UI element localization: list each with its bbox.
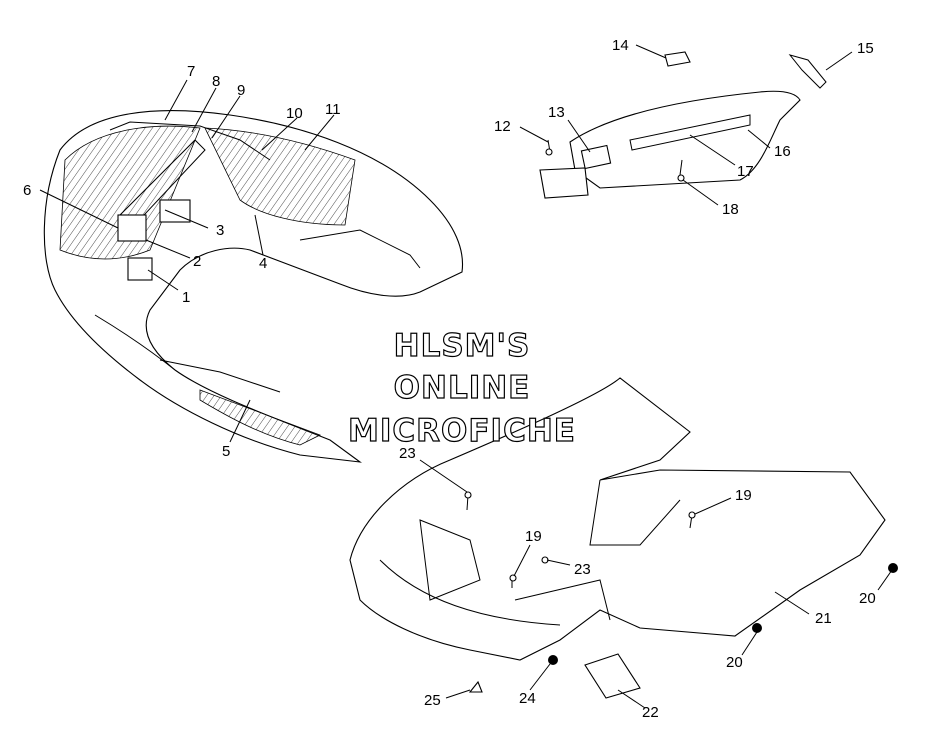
callout-15: 15 (857, 40, 874, 57)
callout-19b: 19 (525, 528, 542, 545)
callout-13: 13 (548, 104, 565, 121)
belly-pan-assembly (349, 377, 898, 699)
watermark: HLSM'S ONLINE MICROFICHE (347, 327, 576, 449)
callout-22: 22 (642, 704, 659, 721)
callout-20b: 20 (726, 654, 743, 671)
leader-lines (39, 44, 893, 709)
callout-20a: 20 (859, 590, 876, 607)
callout-6: 6 (23, 182, 31, 199)
watermark-line-3: MICROFICHE (348, 413, 576, 449)
callout-12: 12 (494, 118, 511, 135)
callout-24: 24 (519, 690, 536, 707)
callout-4: 4 (259, 255, 267, 272)
callout-25: 25 (424, 692, 441, 709)
callout-16: 16 (774, 143, 791, 160)
callout-23b: 23 (574, 561, 591, 578)
callout-17: 17 (737, 163, 754, 180)
callout-5: 5 (222, 443, 230, 460)
watermark-line-1: HLSM'S (394, 328, 531, 364)
callout-9: 9 (237, 82, 245, 99)
callout-8: 8 (212, 73, 220, 90)
callout-7: 7 (187, 63, 195, 80)
watermark-line-2: ONLINE (394, 370, 531, 406)
callout-21: 21 (815, 610, 832, 627)
callout-23a: 23 (399, 445, 416, 462)
callout-1: 1 (182, 289, 190, 306)
callout-18: 18 (722, 201, 739, 218)
callout-19a: 19 (735, 487, 752, 504)
tunnel-assembly (539, 51, 827, 199)
callout-11: 11 (325, 101, 341, 118)
callout-2: 2 (193, 253, 201, 270)
callout-14: 14 (612, 37, 629, 54)
hood-assembly (43, 110, 464, 463)
callout-10: 10 (286, 105, 303, 122)
callout-labels: 1 2 3 4 5 6 7 8 9 10 11 12 13 14 15 16 1… (23, 37, 876, 721)
callout-3: 3 (216, 222, 224, 239)
